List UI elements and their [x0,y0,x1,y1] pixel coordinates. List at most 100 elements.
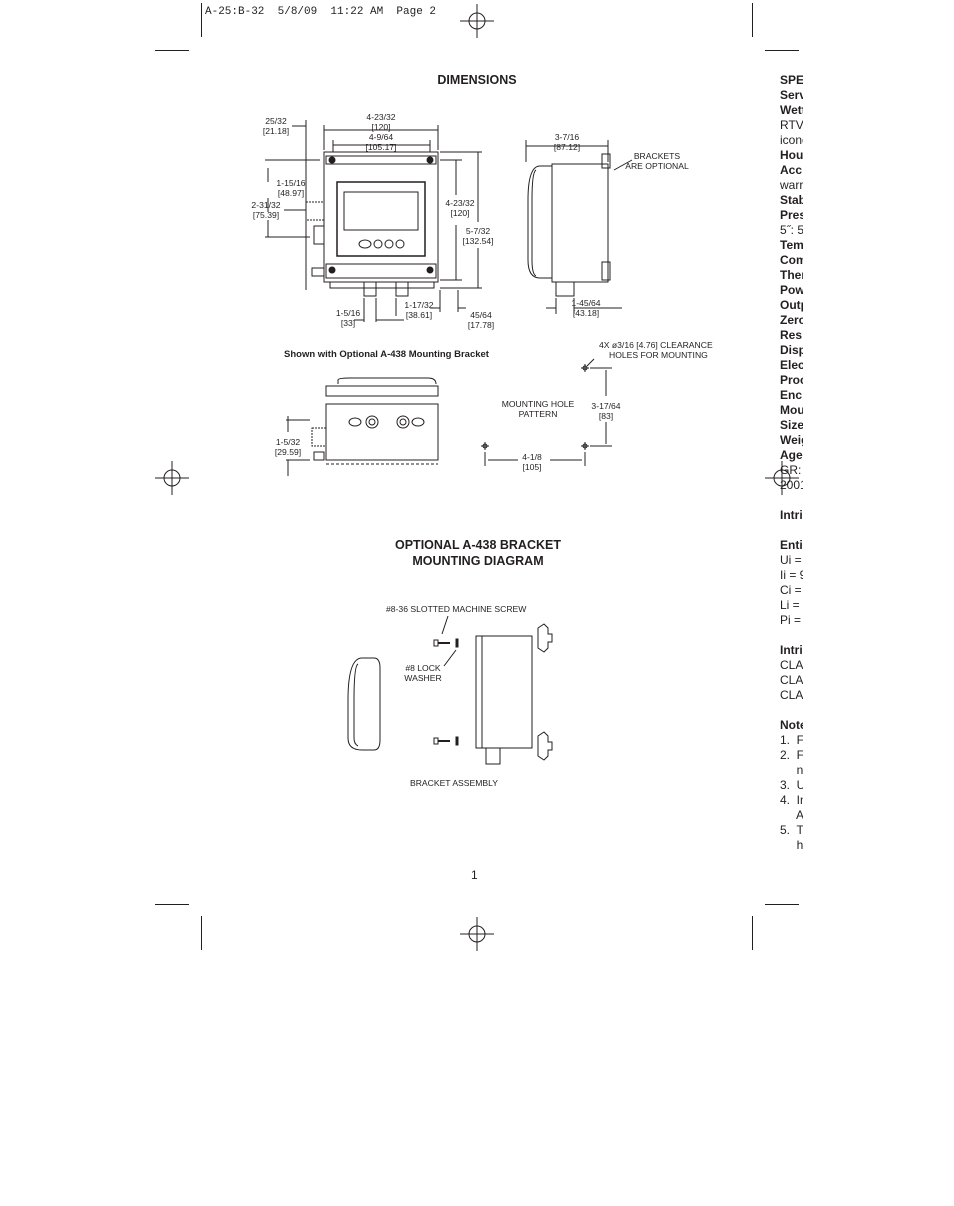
spec-line: Zero [780,313,803,327]
spec-line: CLA [780,688,803,702]
spec-line: 5˝: 5 [780,223,803,237]
mounting-hole-pattern [481,358,612,466]
spec-line: A [780,808,803,822]
spec-line [780,703,803,718]
diagram-title-line-2: MOUNTING DIAGRAM [412,554,544,568]
front-d1: 25/32[21.18] [262,116,290,136]
page-number: 1 [471,868,478,882]
spec-line: Outp [780,298,803,312]
registration-mark-bottom [460,917,494,951]
side-d2: 1-45/64[43.18] [571,298,601,318]
spec-line: Intri [780,508,803,522]
screw-label: #8-36 SLOTTED MACHINE SCREW [386,604,527,614]
spec-line: 3. U [780,778,803,792]
spec-line: Pow [780,283,803,297]
mounting-d1: 3-17/64[83] [591,401,621,421]
spec-line: Ui = [780,553,802,567]
spec-line [780,523,803,538]
bottom-view-outline [311,377,439,465]
spec-line [780,628,803,643]
spec-line: Acc [780,163,803,177]
spec-line: h [780,838,803,852]
spec-line: Intri [780,643,803,657]
spec-line: 2. F [780,748,803,762]
front-d6: 4-23/32[120] [445,198,475,218]
spec-line: RTV [780,118,803,132]
registration-mark-top [460,4,494,38]
spec-line: Pres [780,208,803,222]
spec-line: Weig [780,433,803,447]
spec-line: CLA [780,658,803,672]
spec-line: Tem [780,238,803,252]
front-view-screws [328,156,434,274]
front-d10: 45/64[17.78] [467,310,495,330]
assembly-label: BRACKET ASSEMBLY [409,778,499,788]
side-view-outline [527,153,611,297]
spec-line: 5. T [780,823,803,837]
spec-line: n [780,763,803,777]
front-d8: 1-5/16[33] [335,308,361,328]
front-d4: 1-15/16[48.97] [276,178,306,198]
technical-drawing [265,120,633,765]
spec-line: Com [780,253,803,267]
front-view-dimension-lines [265,120,482,322]
dimensions-title: DIMENSIONS [437,73,517,87]
spec-line: Enti [780,538,803,552]
mounting-d2: 4-1/8[105] [522,452,542,472]
spec-line: SPE [780,73,803,87]
front-view-outline [305,151,439,297]
spec-line: Ther [780,268,803,282]
spec-line: Mou [780,403,803,417]
assembly-housing-body [475,635,533,765]
spec-line: Wett [780,103,803,117]
bracket-caption: Shown with Optional A-438 Mounting Brack… [284,349,489,360]
bottom-d1: 1-5/32[29.59] [274,437,302,457]
front-d7: 5-7/32[132.54] [462,226,494,246]
assembly-brackets [537,623,553,761]
spec-line: Disp [780,343,803,357]
spec-line: warr [780,178,803,192]
spec-line: Serv [780,88,803,102]
side-view-dimension-lines [525,140,633,314]
spec-line: icone [780,133,803,147]
assembly-leaders [441,615,457,667]
bottom-view-dimension-lines [286,416,310,476]
front-d3: 4-9/64[105.17] [365,132,397,152]
spec-line: Stab [780,193,803,207]
front-view-buttons [358,239,405,249]
spec-line: Proc [780,373,803,387]
spec-line: Ci = [780,583,802,597]
bottom-view-ports [348,415,425,429]
slug-line: A-25:B-32 5/8/09 11:22 AM Page 2 [205,6,437,18]
spec-line: Elec [780,358,803,372]
spec-line [780,493,803,508]
spec-line: 4. In [780,793,803,807]
front-d5: 2-31/32[75.39] [251,200,281,220]
spec-line: Age [780,448,803,462]
registration-mark-right [765,461,799,495]
assembly-housing-front [347,657,381,751]
spec-line: Size [780,418,803,432]
specifications-column: SPEServWettRTViconeHouAccwarrStabPres5˝:… [780,73,803,853]
spec-line: Pi = [780,613,802,627]
front-d9: 1-17/32[38.61] [404,300,434,320]
spec-line: 1. F [780,733,803,747]
spec-line: GR: [780,463,802,477]
diagram-title-line-1: OPTIONAL A-438 BRACKET [395,538,561,552]
spec-line: Hou [780,148,803,162]
assembly-screws [433,638,459,746]
spec-line: CLA [780,673,803,687]
spec-line: Ii = 9 [780,568,803,582]
side-d1: 3-7/16[87.12] [553,132,581,152]
spec-line: Enc [780,388,803,402]
registration-mark-left [155,461,189,495]
spec-line: 2001 [780,478,803,492]
spec-line: Note [780,718,803,732]
spec-line: Res [780,328,803,342]
spec-line: Li = [780,598,800,612]
front-d2: 4-23/32[120] [366,112,396,132]
